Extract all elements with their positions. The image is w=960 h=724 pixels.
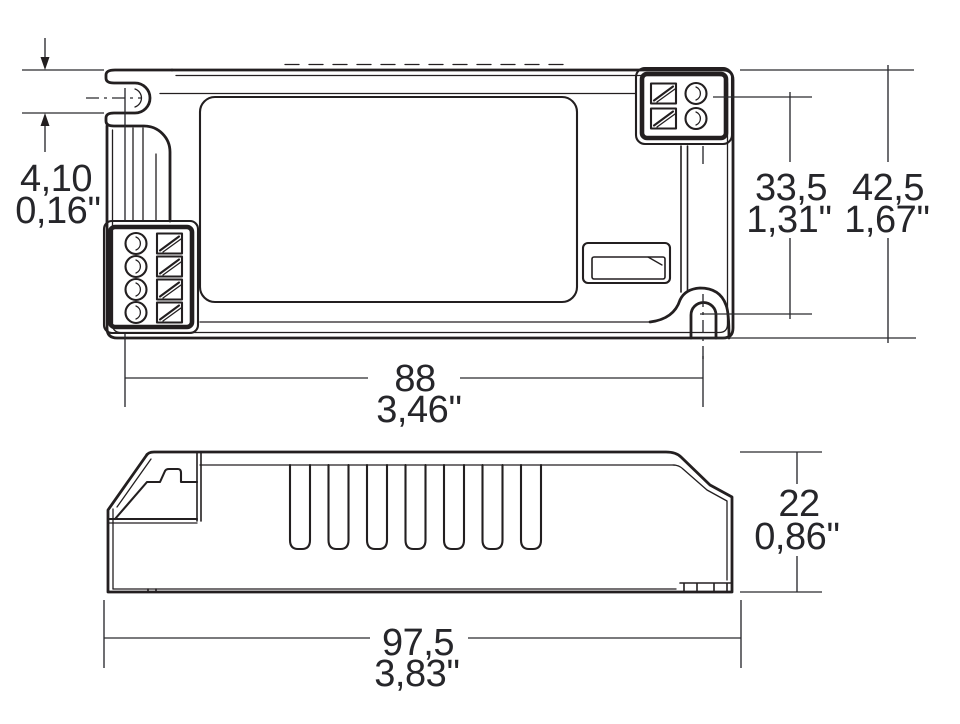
slot-wall-lines bbox=[132, 127, 157, 222]
mounting-slot-top-left bbox=[86, 68, 174, 223]
input-terminal-block bbox=[102, 219, 200, 335]
inner-wall-lines bbox=[680, 145, 689, 293]
dim-fixing-to-edge: 33,5 1,31'' bbox=[700, 92, 832, 319]
dim-overall-length-inch: 3,83'' bbox=[374, 653, 459, 695]
dim-fixing-to-edge-mm: 33,5 bbox=[755, 167, 827, 209]
side-outline bbox=[106, 450, 734, 594]
input-release-buttons bbox=[155, 232, 184, 324]
dim-overall-width-mm: 42,5 bbox=[852, 167, 924, 209]
dim-overall-length: 97,5 3,83'' bbox=[103, 600, 742, 695]
lid-outline bbox=[198, 95, 579, 304]
dim-slot-width: 4,10 0,16'' bbox=[15, 38, 104, 232]
dim-slot-width-mm: 4,10 bbox=[20, 158, 92, 200]
dim-height: 22 0,86'' bbox=[740, 451, 840, 593]
output-wire-holes bbox=[684, 81, 708, 131]
cable-clamp-detail bbox=[106, 451, 202, 524]
output-terminal-block bbox=[634, 66, 734, 164]
input-wire-holes bbox=[124, 231, 148, 325]
dim-fixing-centres-mm: 88 bbox=[394, 358, 435, 400]
dim-height-inch: 0,86'' bbox=[754, 516, 839, 558]
base-feet-detail bbox=[147, 582, 733, 593]
dim-overall-width: 42,5 1,67'' bbox=[700, 65, 930, 343]
ventilation-slots bbox=[288, 463, 543, 551]
dim-fixing-centres: 88 3,46'' bbox=[124, 334, 704, 431]
output-release-buttons bbox=[649, 82, 678, 130]
mounting-slot-bottom-right bbox=[648, 286, 731, 364]
side-view: 22 0,86'' 97,5 3,83'' bbox=[103, 450, 840, 695]
top-view: 4,10 0,16'' 33,5 1,31'' 42,5 1,67'' 88 3… bbox=[15, 38, 930, 431]
dim-fixing-to-edge-inch: 1,31'' bbox=[746, 199, 831, 241]
dim-height-mm: 22 bbox=[778, 483, 819, 525]
dim-overall-length-mm: 97,5 bbox=[382, 622, 454, 664]
dim-fixing-centres-inch: 3,46'' bbox=[376, 389, 461, 431]
dim-slot-width-inch: 0,16'' bbox=[15, 190, 100, 232]
label-window bbox=[581, 241, 672, 285]
side-inner-edges bbox=[112, 458, 728, 590]
dim-overall-width-inch: 1,67'' bbox=[844, 199, 929, 241]
